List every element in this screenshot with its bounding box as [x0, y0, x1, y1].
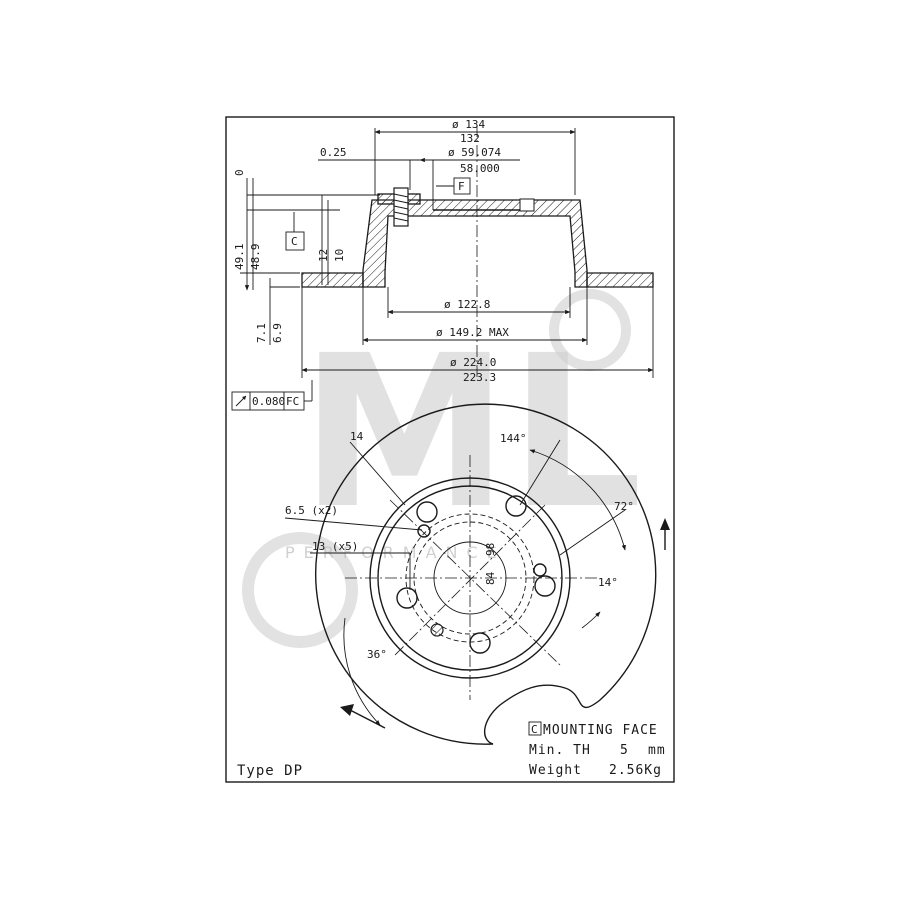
dim-d59: ø 59.074: [448, 146, 501, 159]
dim-t025: 0.25: [320, 146, 347, 159]
section-view: ø 134 132 0.25 ø 59.074 58.000 F 0 49.1 …: [231, 118, 654, 411]
dim-h12: 12: [317, 249, 330, 262]
angle-14: 14°: [598, 576, 618, 589]
type-label: Type DP: [237, 763, 303, 779]
watermark-text: PERFORMANCE: [285, 543, 506, 562]
drawing-frame: [225, 116, 675, 783]
min-th-value: 5: [620, 743, 629, 758]
front-view: 144° 72° 14° 36° 14 6.5 (x2) 13 (x5) 98 …: [284, 403, 670, 745]
dim-d224: ø 224.0: [450, 356, 496, 369]
pcd-98: 98: [484, 543, 497, 556]
dim-d2233: 223.3: [463, 371, 496, 384]
datum-c: C: [291, 235, 298, 248]
angle-36: 36°: [367, 648, 387, 661]
runout-value: 0.080: [252, 395, 285, 408]
dim-d1492: ø 149.2 MAX: [436, 326, 509, 339]
hole-13: 13 (x5): [312, 540, 358, 553]
mounting-box-letter: C: [531, 723, 538, 736]
dim-h69: 6.9: [271, 323, 284, 343]
pcd-84: 84: [484, 571, 497, 585]
notes-block: C MOUNTING FACE Min. TH 5 mm Weight 2.56…: [237, 721, 666, 779]
datum-f: F: [458, 180, 465, 193]
dim-d58: 58.000: [460, 162, 500, 175]
angle-144: 144°: [500, 432, 527, 445]
mounting-face-label: MOUNTING FACE: [543, 723, 658, 738]
watermark: ML PERFORMANCE: [242, 289, 643, 648]
dim-top14: 14: [350, 430, 364, 443]
dim-h489: 48.9: [249, 244, 262, 271]
dim-h491: 49.1: [233, 244, 246, 271]
dim-h71: 7.1: [255, 323, 268, 343]
min-th-label: Min. TH: [529, 743, 591, 758]
hole-6-5: 6.5 (x2): [285, 504, 338, 517]
runout-ref: FC: [286, 395, 299, 408]
dim-zero: 0: [233, 169, 246, 176]
weight-value: 2.56Kg: [609, 763, 662, 778]
angle-72: 72°: [614, 500, 634, 513]
dim-h10: 10: [333, 249, 346, 262]
weight-label: Weight: [529, 763, 582, 778]
dim-d132: 132: [460, 132, 480, 145]
dim-d134: ø 134: [452, 118, 485, 131]
dim-d1228: ø 122.8: [444, 298, 490, 311]
min-th-unit: mm: [648, 743, 666, 758]
